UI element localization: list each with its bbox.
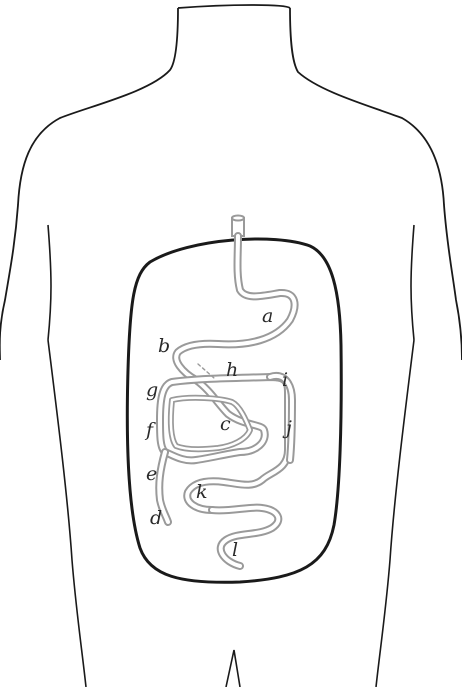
label-k: k <box>196 481 208 503</box>
left-flank-line <box>48 340 86 687</box>
label-b: b <box>158 335 170 357</box>
digestive-tract <box>159 236 294 566</box>
label-h: h <box>226 359 238 381</box>
leg-divide-line <box>226 650 240 687</box>
label-e: e <box>146 463 157 485</box>
torso-outline <box>0 5 462 360</box>
label-l: l <box>232 539 238 561</box>
label-f: f <box>144 419 156 441</box>
label-d: d <box>150 507 162 529</box>
right-arm-inner-line <box>411 225 414 340</box>
label-i: i <box>282 369 288 391</box>
left-arm-inner-line <box>48 225 51 340</box>
label-j: j <box>282 417 292 439</box>
label-a: a <box>262 305 273 327</box>
right-flank-line <box>376 340 414 687</box>
label-g: g <box>146 379 158 401</box>
label-c: c <box>220 413 231 435</box>
